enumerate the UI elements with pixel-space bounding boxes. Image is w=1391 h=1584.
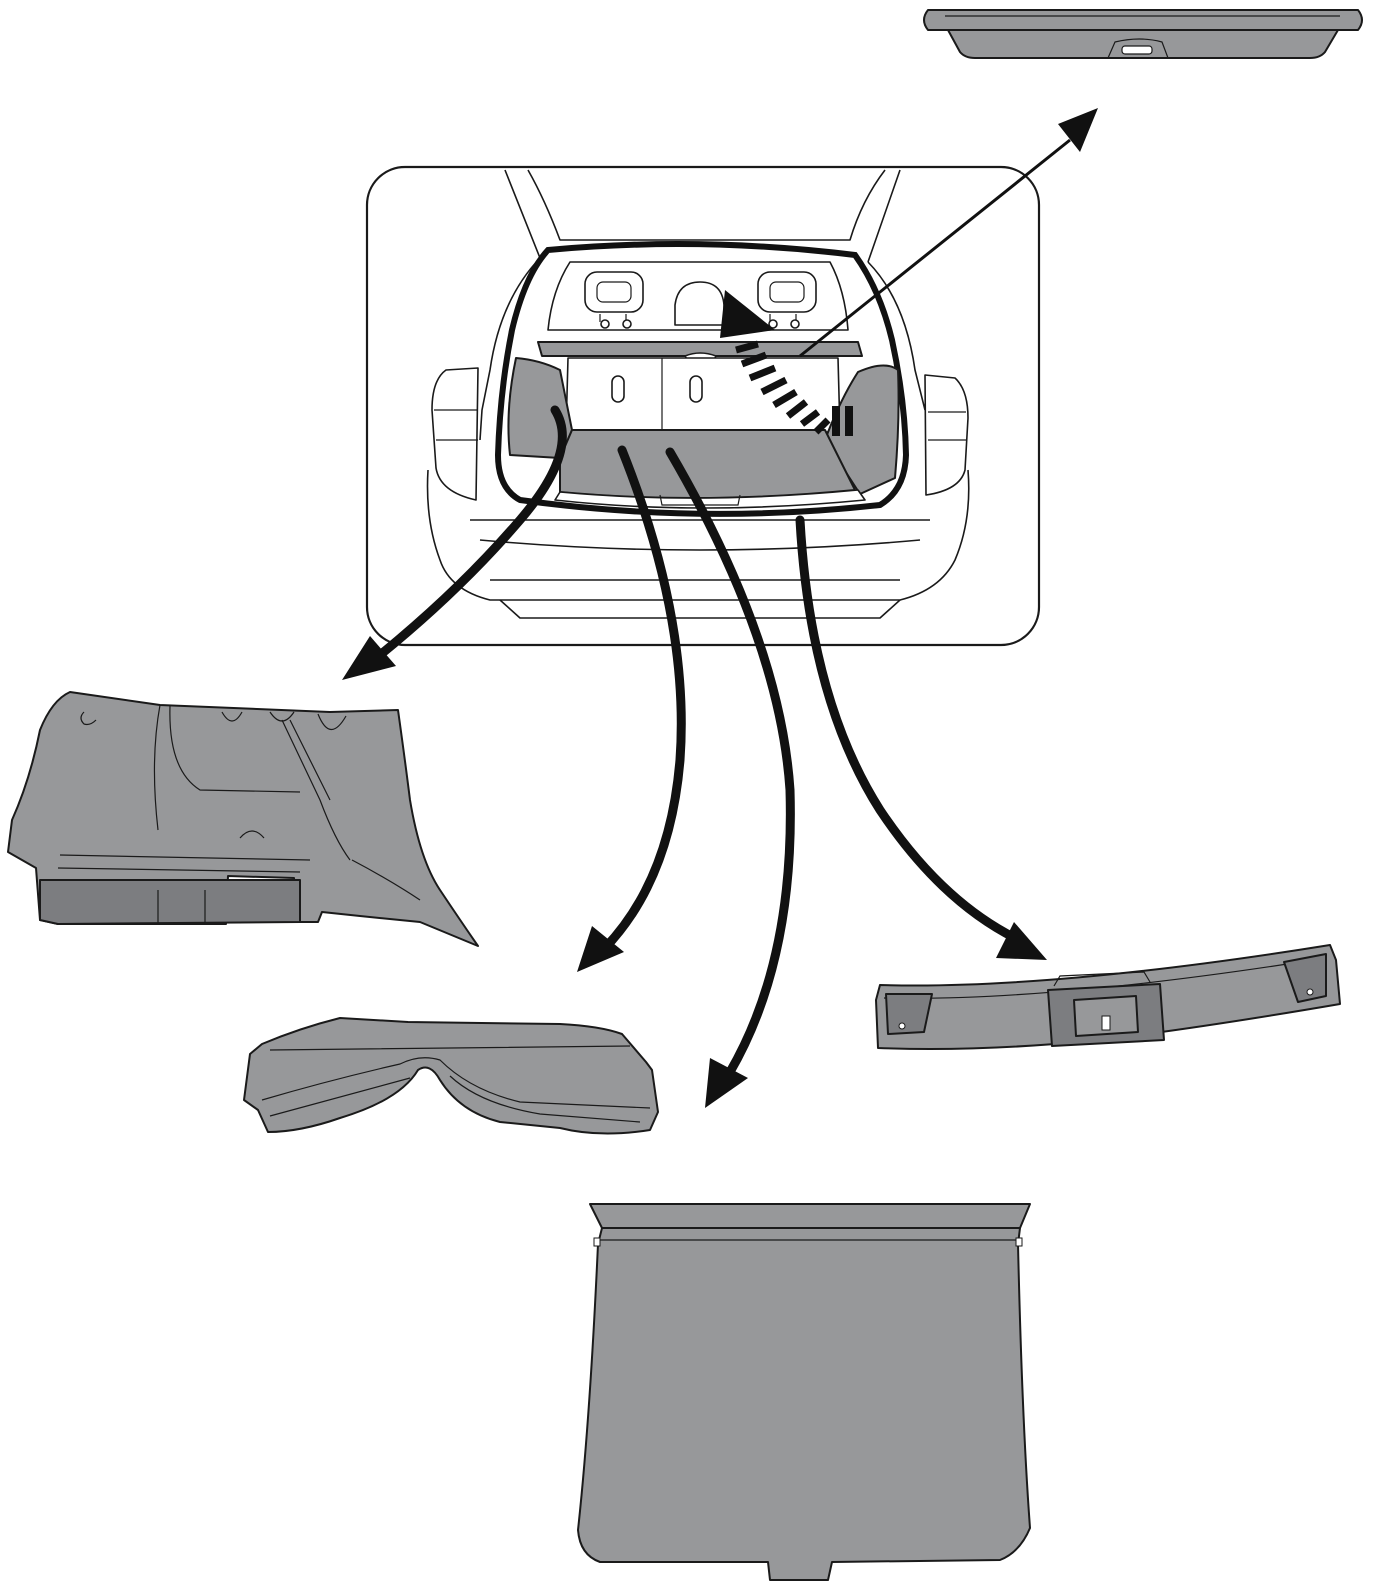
inset-load-floor xyxy=(560,430,855,498)
left-headrest xyxy=(585,272,643,312)
center-headrest xyxy=(675,282,724,325)
scuff-plate-part xyxy=(876,945,1340,1049)
seat-latch-center xyxy=(690,376,702,402)
load-floor-part xyxy=(578,1204,1030,1580)
rear-seatbacks xyxy=(548,262,848,330)
seat-latch-left xyxy=(612,376,624,402)
right-headrest xyxy=(758,272,816,312)
right-tail-light xyxy=(925,375,968,495)
floor-insert-part xyxy=(244,1018,658,1134)
cargo-cover-part xyxy=(924,10,1362,58)
left-quarter-trim-part xyxy=(8,692,478,946)
